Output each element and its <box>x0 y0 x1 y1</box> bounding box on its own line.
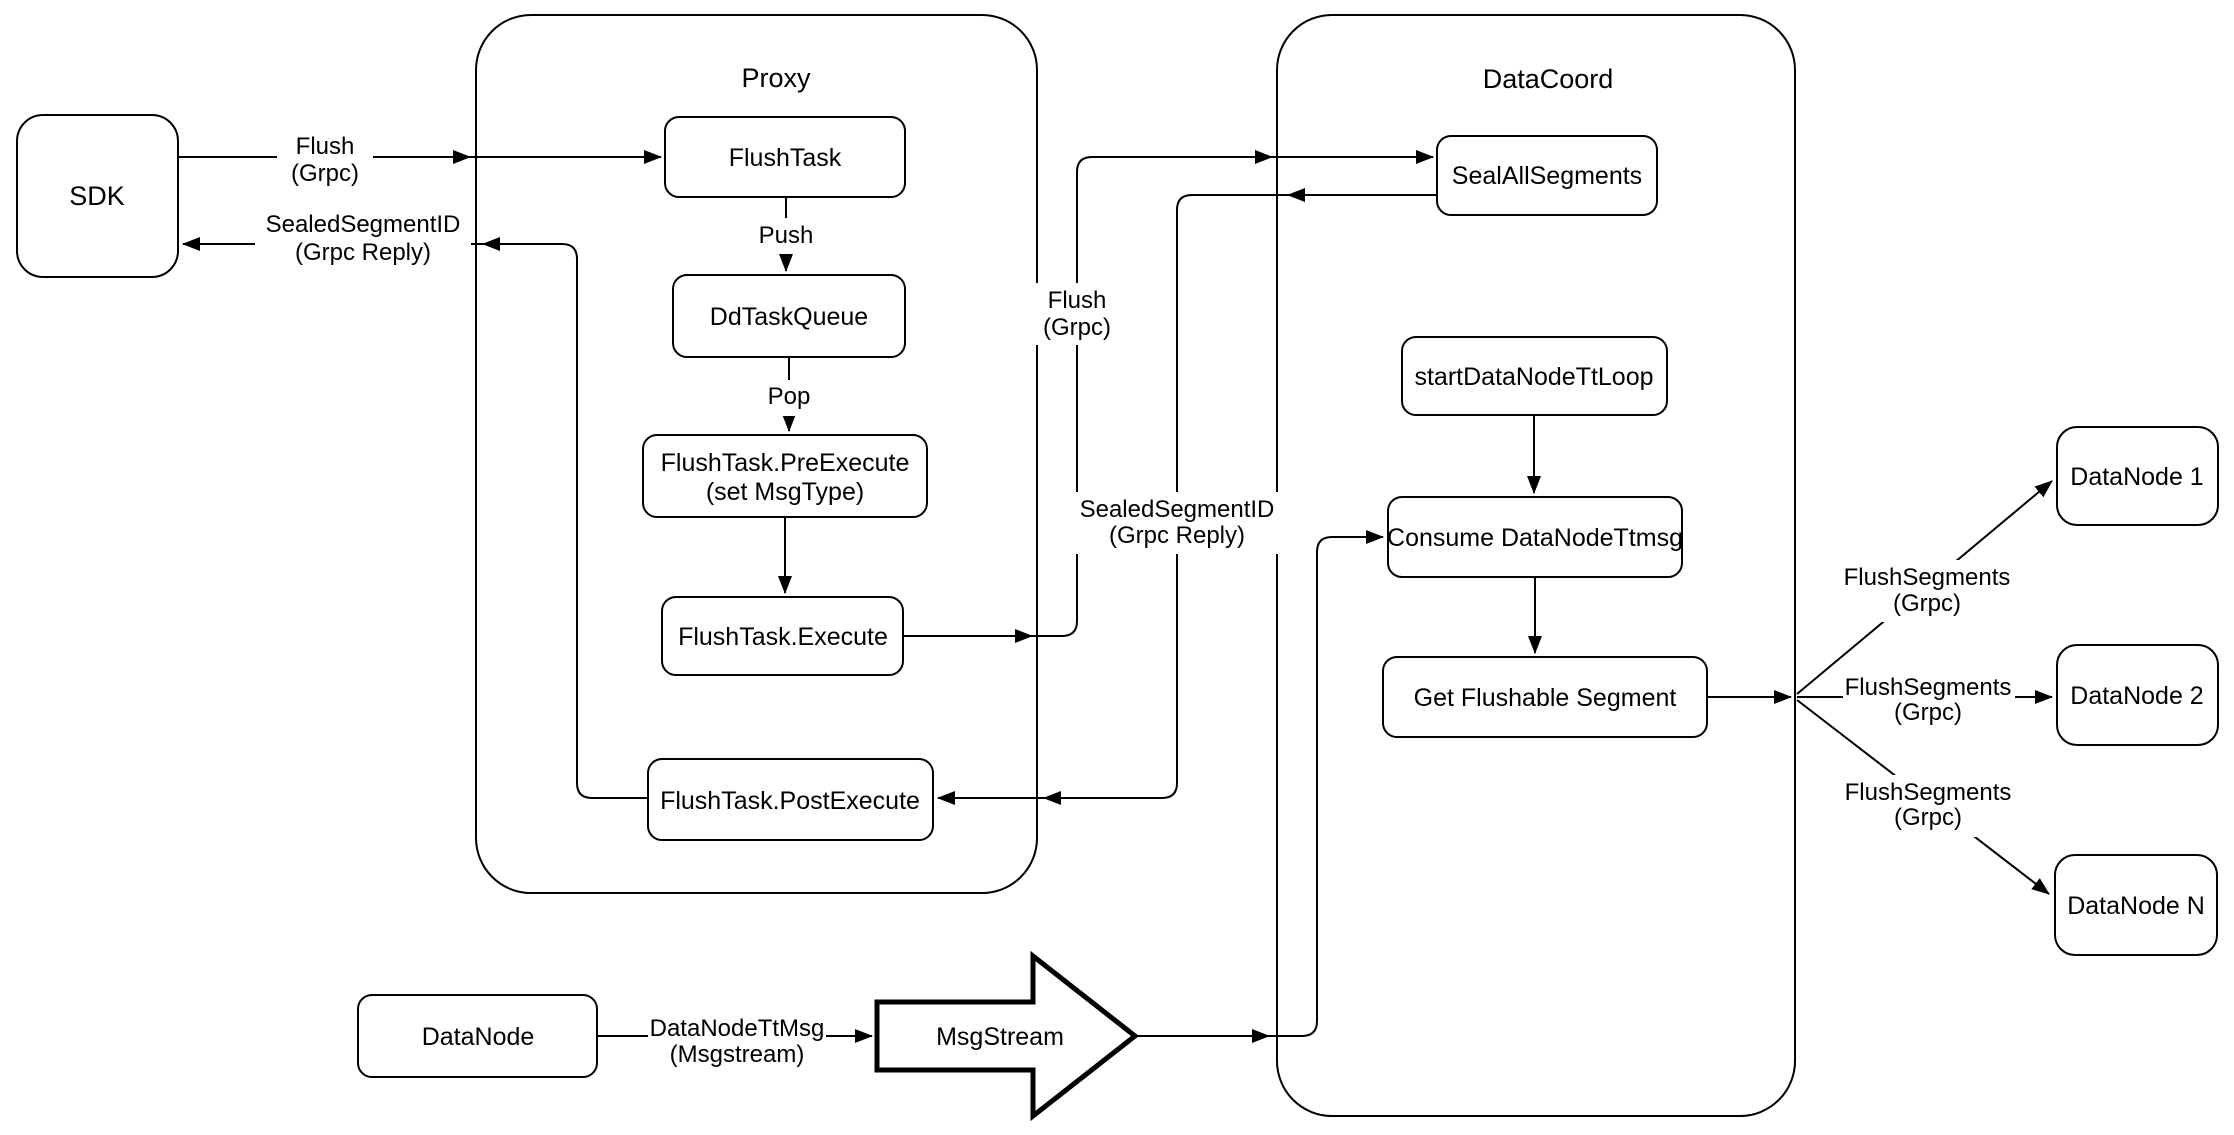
node-flushtask: FlushTask <box>664 116 906 198</box>
msgstream-block-arrow-shape <box>874 950 1140 1122</box>
node-preexecute-label-line2: (set MsgType) <box>706 478 864 506</box>
node-postexecute-label: FlushTask.PostExecute <box>660 787 920 815</box>
edge-label-flushsegments1-line1: FlushSegments <box>1844 564 2011 591</box>
node-sealallsegments: SealAllSegments <box>1436 135 1658 216</box>
edge-label-proxy-reply-line1: SealedSegmentID <box>1080 496 1275 523</box>
edge-label-push: Push <box>759 222 814 249</box>
edge-msgstream-into-consume <box>1269 530 1384 1037</box>
node-consumedatanodettmsg-label: Consume DataNodeTtmsg <box>1387 524 1683 552</box>
node-preexecute-label-line1: FlushTask.PreExecute <box>661 449 910 477</box>
node-msgstream-label: MsgStream <box>936 1023 1064 1051</box>
edge-label-sdk-reply-line1: SealedSegmentID <box>266 211 461 238</box>
edge-label-sdk-reply-line2: (Grpc Reply) <box>295 239 431 266</box>
node-execute-label: FlushTask.Execute <box>678 623 888 651</box>
edge-label-flushsegments2-line1: FlushSegments <box>1845 674 2012 701</box>
node-execute: FlushTask.Execute <box>661 596 904 676</box>
node-sdk: SDK <box>16 114 179 278</box>
datacoord-title: DataCoord <box>1483 64 1614 94</box>
edge-label-backgrounds <box>255 128 2015 1073</box>
node-msgstream: MsgStream <box>874 950 1140 1122</box>
edge-label-pop: Pop <box>768 383 811 410</box>
datacoord-container: DataCoord <box>1276 14 1796 1117</box>
edge-label-proxy-flush-line2: (Grpc) <box>1043 314 1111 341</box>
edge-label-sdk-flush-line2: (Grpc) <box>291 160 359 187</box>
node-datanode2: DataNode 2 <box>2056 644 2219 746</box>
node-startdatanodettloop-label: startDataNodeTtLoop <box>1414 363 1653 391</box>
edge-postexecute-to-proxy-edge <box>482 237 648 799</box>
node-consumedatanodettmsg: Consume DataNodeTtmsg <box>1387 496 1683 578</box>
node-datanode1: DataNode 1 <box>2056 426 2219 526</box>
node-datanode-label: DataNode <box>422 1023 535 1051</box>
node-datanode2-label: DataNode 2 <box>2070 682 2203 710</box>
edge-label-proxy-reply-line2: (Grpc Reply) <box>1109 522 1245 549</box>
node-sealallsegments-label: SealAllSegments <box>1452 162 1642 190</box>
edge-label-flushsegments2-line2: (Grpc) <box>1894 699 1962 726</box>
proxy-title: Proxy <box>741 63 811 93</box>
node-datanode1-label: DataNode 1 <box>2070 463 2203 491</box>
node-postexecute: FlushTask.PostExecute <box>647 758 934 841</box>
edge-label-sdk-flush-line1: Flush <box>296 133 355 160</box>
node-datanoden-label: DataNode N <box>2067 892 2205 920</box>
node-getflushablesegment: Get Flushable Segment <box>1382 656 1708 738</box>
edge-labels: Flush (Grpc) SealedSegmentID (Grpc Reply… <box>266 133 2012 1068</box>
node-ddtaskqueue: DdTaskQueue <box>672 274 906 358</box>
edge-label-datanodettmsg-line2: (Msgstream) <box>670 1041 805 1068</box>
node-datanode: DataNode <box>357 994 598 1078</box>
node-preexecute: FlushTask.PreExecute (set MsgType) <box>642 434 928 518</box>
edge-flush-to-datacoord-edge <box>1032 150 1273 637</box>
proxy-container: Proxy <box>475 14 1038 894</box>
edge-label-flushsegments1-line2: (Grpc) <box>1893 590 1961 617</box>
edge-label-proxy-flush-line1: Flush <box>1048 287 1107 314</box>
edge-label-flushsegments3-line1: FlushSegments <box>1845 779 2012 806</box>
node-startdatanodettloop: startDataNodeTtLoop <box>1401 336 1668 416</box>
node-sdk-label: SDK <box>69 181 125 211</box>
edge-label-datanodettmsg-line1: DataNodeTtMsg <box>650 1015 825 1042</box>
node-datanoden: DataNode N <box>2054 854 2218 956</box>
node-ddtaskqueue-label: DdTaskQueue <box>710 303 868 331</box>
node-getflushablesegment-label: Get Flushable Segment <box>1414 684 1677 712</box>
node-flushtask-label: FlushTask <box>729 144 842 172</box>
edge-label-flushsegments3-line2: (Grpc) <box>1894 804 1962 831</box>
